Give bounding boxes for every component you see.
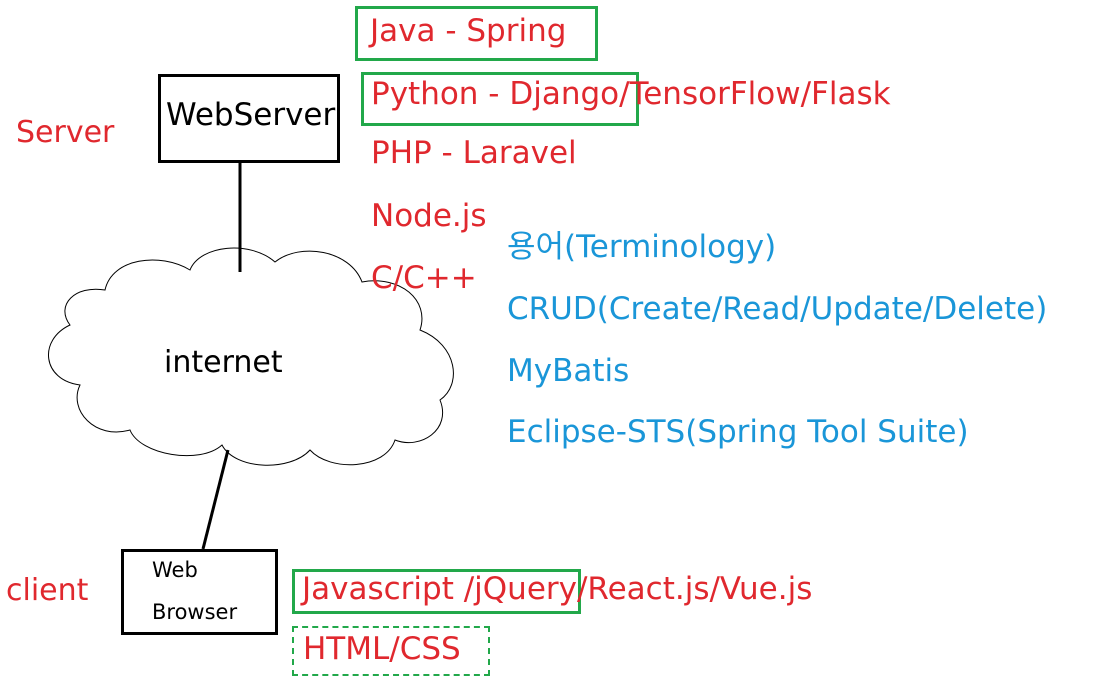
terminology-mybatis: MyBatis (507, 353, 630, 389)
python-django-highlight-box (361, 72, 639, 126)
server-label: Server (16, 115, 115, 150)
terminology-eclipse-sts: Eclipse-STS(Spring Tool Suite) (507, 414, 969, 450)
terminology-heading: 용어(Terminology) (507, 229, 777, 265)
server-stack-php: PHP - Laravel (371, 135, 577, 171)
web-browser-box (121, 549, 278, 635)
java-highlight-box (355, 6, 598, 61)
server-stack-c-cpp: C/C++ (371, 260, 477, 296)
webserver-label: WebServer (166, 97, 336, 133)
html-css-highlight-box (292, 626, 490, 676)
terminology-crud: CRUD(Create/Read/Update/Delete) (507, 291, 1048, 327)
internet-cloud (47, 247, 454, 466)
server-stack-nodejs: Node.js (371, 198, 487, 234)
client-stack-javascript: Javascript /jQuery/React.js/Vue.js (302, 571, 813, 607)
server-stack-java: Java - Spring (370, 13, 567, 49)
web-browser-label-line2: Browser (152, 600, 238, 624)
internet-label: internet (164, 345, 283, 380)
javascript-jquery-highlight-box (292, 569, 581, 614)
webserver-box (158, 74, 340, 163)
internet-client-link (201, 449, 230, 550)
server-stack-python: Python - Django/TensorFlow/Flask (371, 76, 891, 112)
client-stack-html-css: HTML/CSS (303, 631, 461, 667)
web-browser-label-line1: Web (152, 558, 198, 582)
client-label: client (6, 573, 89, 608)
